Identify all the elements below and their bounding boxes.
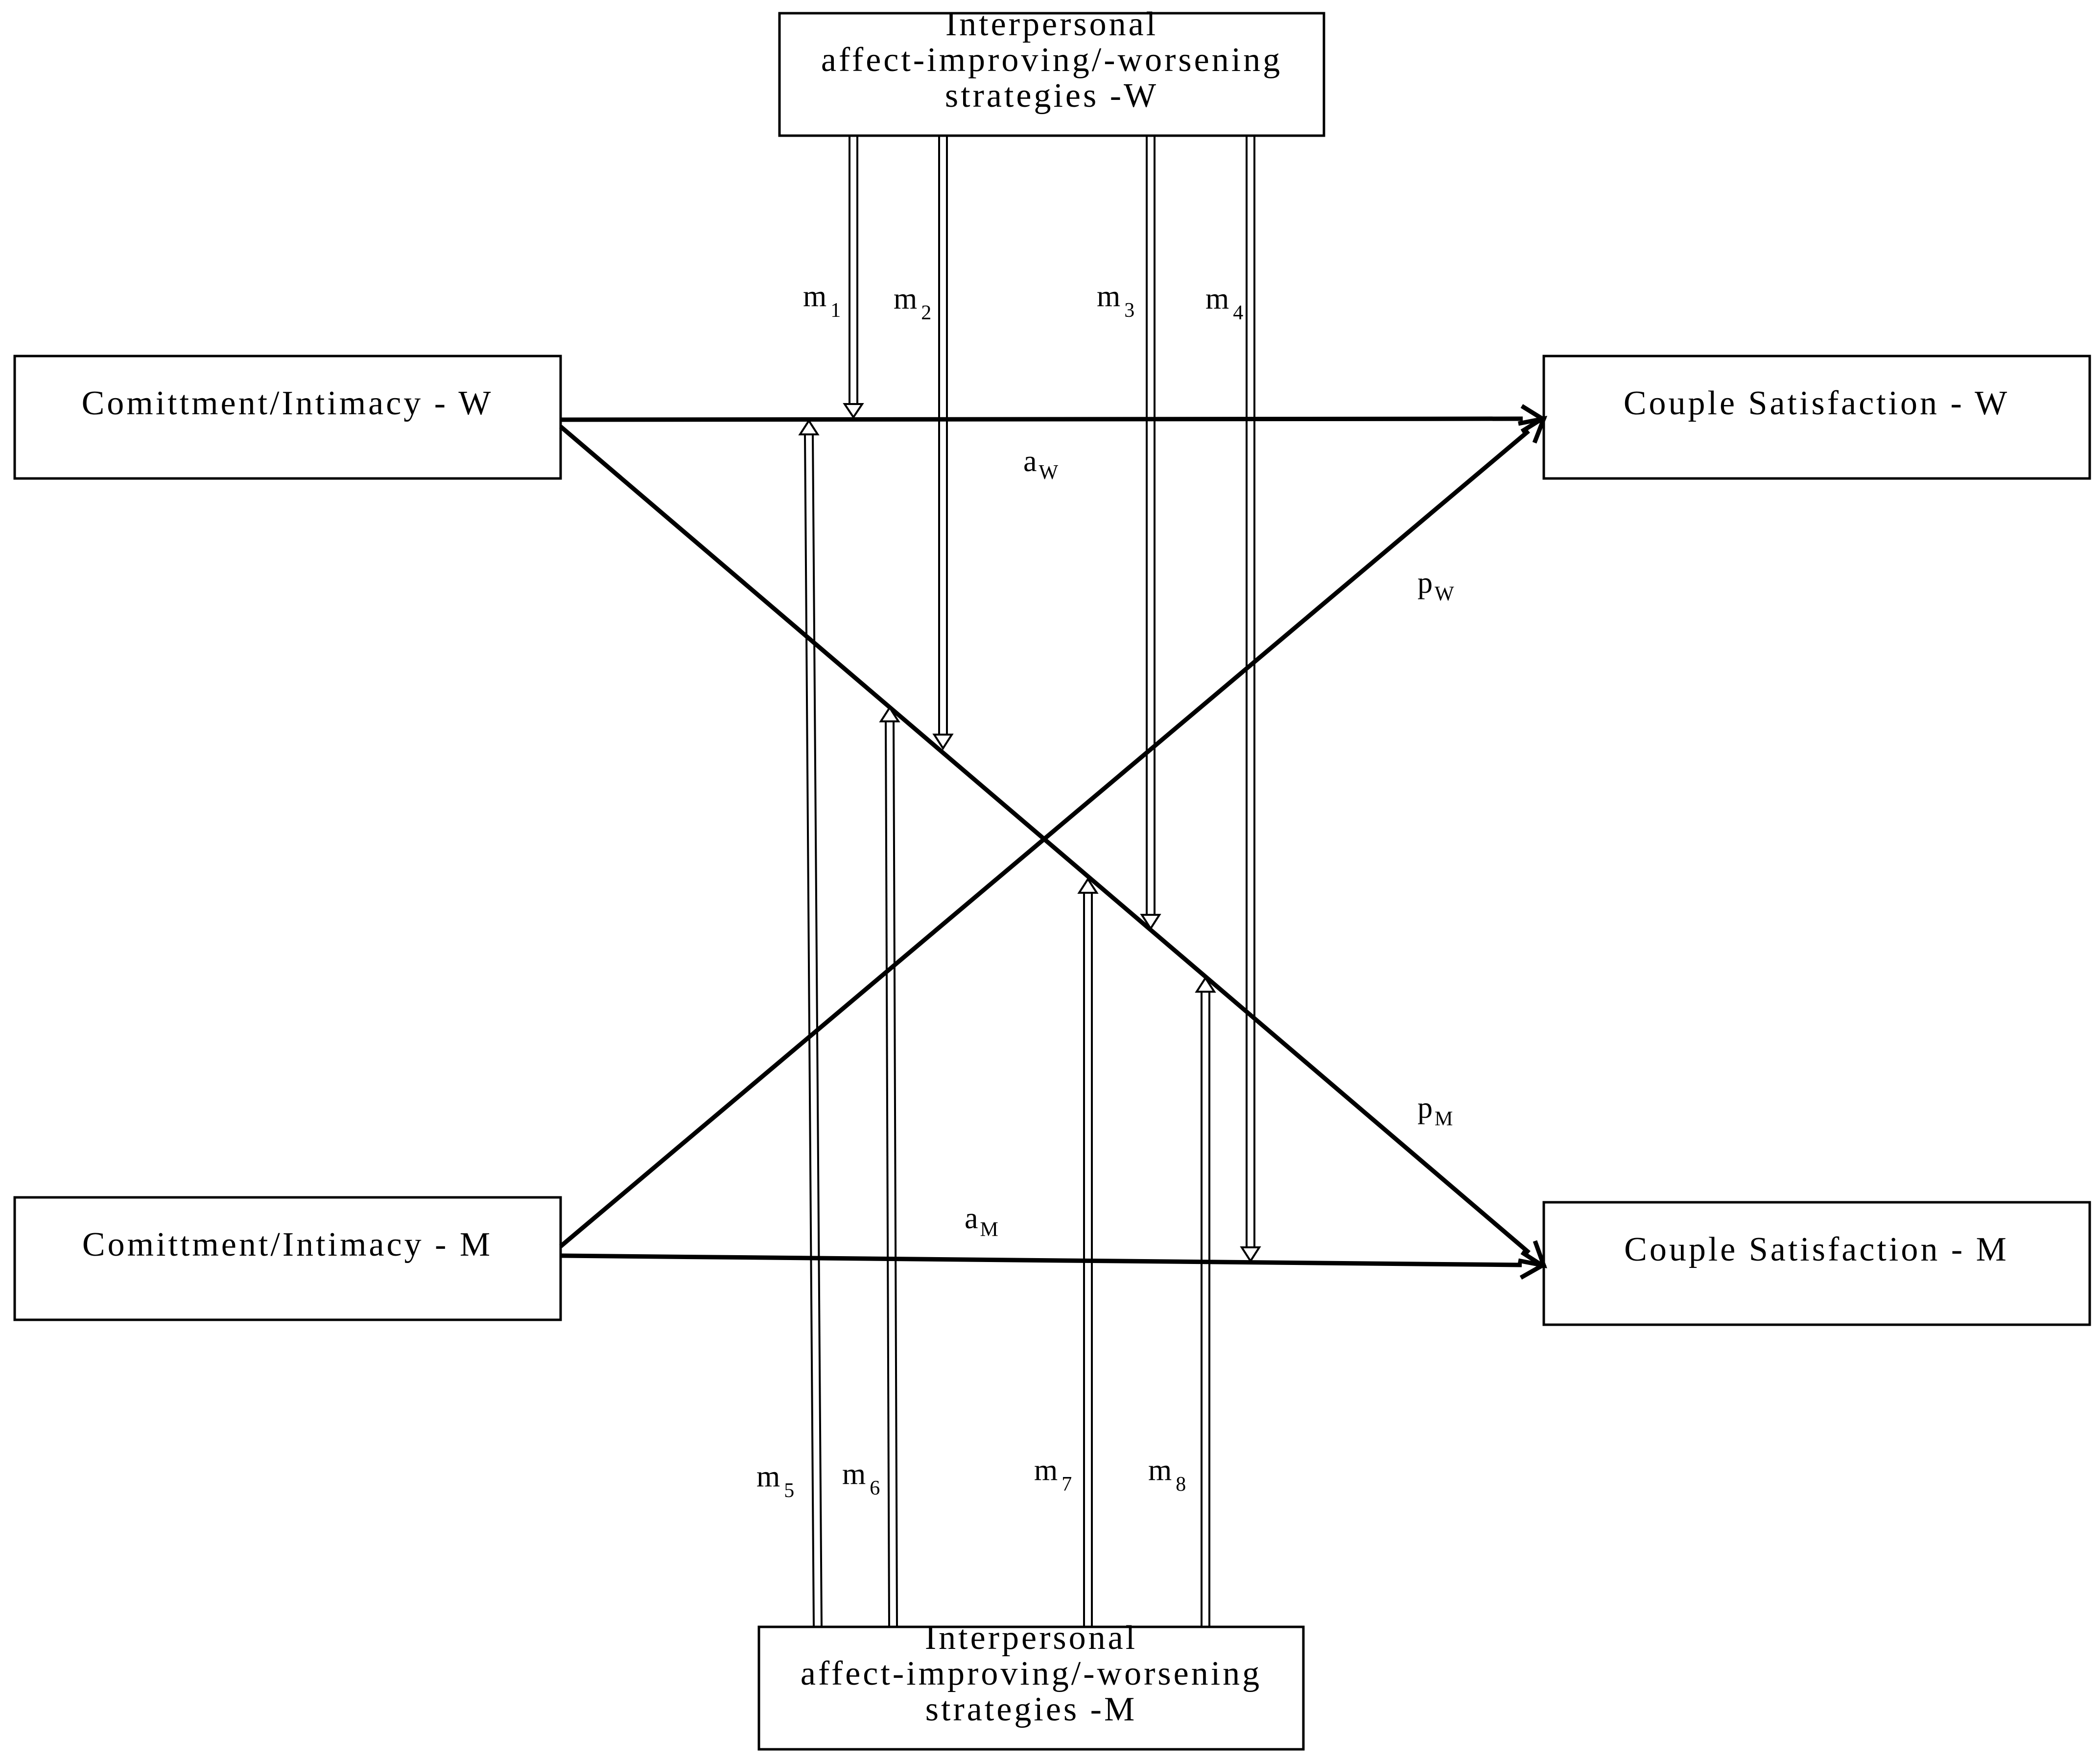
moderation-arrow-m4: [1240, 136, 1261, 1263]
path-label-a-w: aW: [1023, 445, 1059, 484]
moderation-arrow-m7: [1077, 877, 1099, 1627]
actor-path-women: [560, 404, 1547, 433]
moderation-arrow-m3: [1140, 136, 1161, 930]
commitment-intimacy-men-label: Comittment/Intimacy - M: [82, 1226, 493, 1263]
path-label-a-m: aM: [965, 1202, 998, 1241]
partner-path-women: [559, 416, 1548, 1248]
couple-satisfaction-men-box: Couple Satisfaction - M: [1542, 1201, 2091, 1326]
couple-satisfaction-men-label: Couple Satisfaction - M: [1624, 1231, 2009, 1268]
moderator-box-men-line-1: Interpersonal: [925, 1619, 1137, 1657]
partner-path-men: [559, 425, 1547, 1268]
moderation-arrow-m8: [1195, 976, 1216, 1627]
moderation-arrow-m2: [932, 136, 954, 750]
moderator-box-women-line-2: affect-improving/-worsening: [821, 41, 1282, 79]
path-label-p-w: pW: [1417, 566, 1454, 605]
moderation-arrow-m5: [798, 419, 823, 1627]
moderator-box-men: Interpersonal affect-improving/-worsenin…: [757, 1619, 1305, 1751]
moderator-box-men-line-2: affect-improving/-worsening: [801, 1655, 1262, 1692]
moderator-box-women: Interpersonal affect-improving/-worsenin…: [778, 5, 1325, 137]
path-label-p-m: pM: [1417, 1091, 1453, 1130]
commitment-intimacy-women-box: Comittment/Intimacy - W: [13, 355, 562, 480]
commitment-intimacy-women-label: Comittment/Intimacy - W: [82, 384, 494, 422]
moderation-arrow-m6: [879, 706, 900, 1627]
moderator-box-men-line-3: strategies -M: [925, 1691, 1137, 1728]
moderation-arrow-m1: [843, 136, 864, 419]
commitment-intimacy-men-box: Comittment/Intimacy - M: [13, 1196, 562, 1321]
couple-satisfaction-women-box: Couple Satisfaction - W: [1542, 355, 2091, 480]
couple-satisfaction-women-label: Couple Satisfaction - W: [1624, 384, 2009, 422]
actor-path-men: [560, 1250, 1547, 1280]
moderator-box-women-line-3: strategies -W: [945, 77, 1158, 115]
moderator-box-women-line-1: Interpersonal: [945, 5, 1158, 43]
